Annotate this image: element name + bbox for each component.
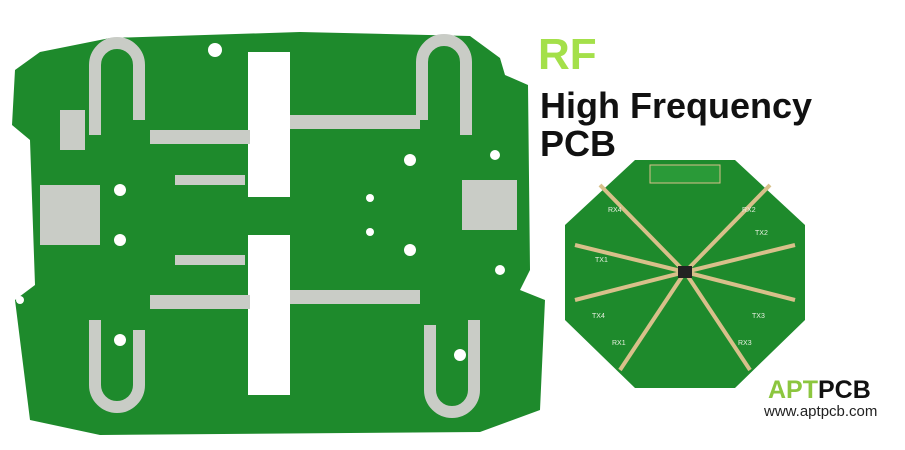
board-label: TX2 — [755, 230, 768, 237]
logo-part2: PCB — [818, 376, 871, 404]
board-label: RX2 — [742, 207, 756, 214]
headline-line1: High Frequency — [540, 85, 813, 126]
large-rf-pcb — [12, 32, 545, 435]
board-label: RX1 — [612, 340, 626, 347]
board-label: RX3 — [738, 340, 752, 347]
board-label: TX4 — [592, 313, 605, 320]
board-label: TX3 — [752, 313, 765, 320]
headline-line2: PCB — [540, 123, 617, 164]
headline-accent: RF — [538, 30, 597, 79]
board-label: RX4 — [608, 207, 622, 214]
board-label: TX1 — [595, 257, 608, 264]
octagon-rf-pcb — [565, 160, 805, 388]
brand-url: www.aptpcb.com — [764, 403, 878, 420]
brand-logo: APTPCB — [768, 378, 871, 403]
logo-part1: APT — [768, 376, 818, 404]
